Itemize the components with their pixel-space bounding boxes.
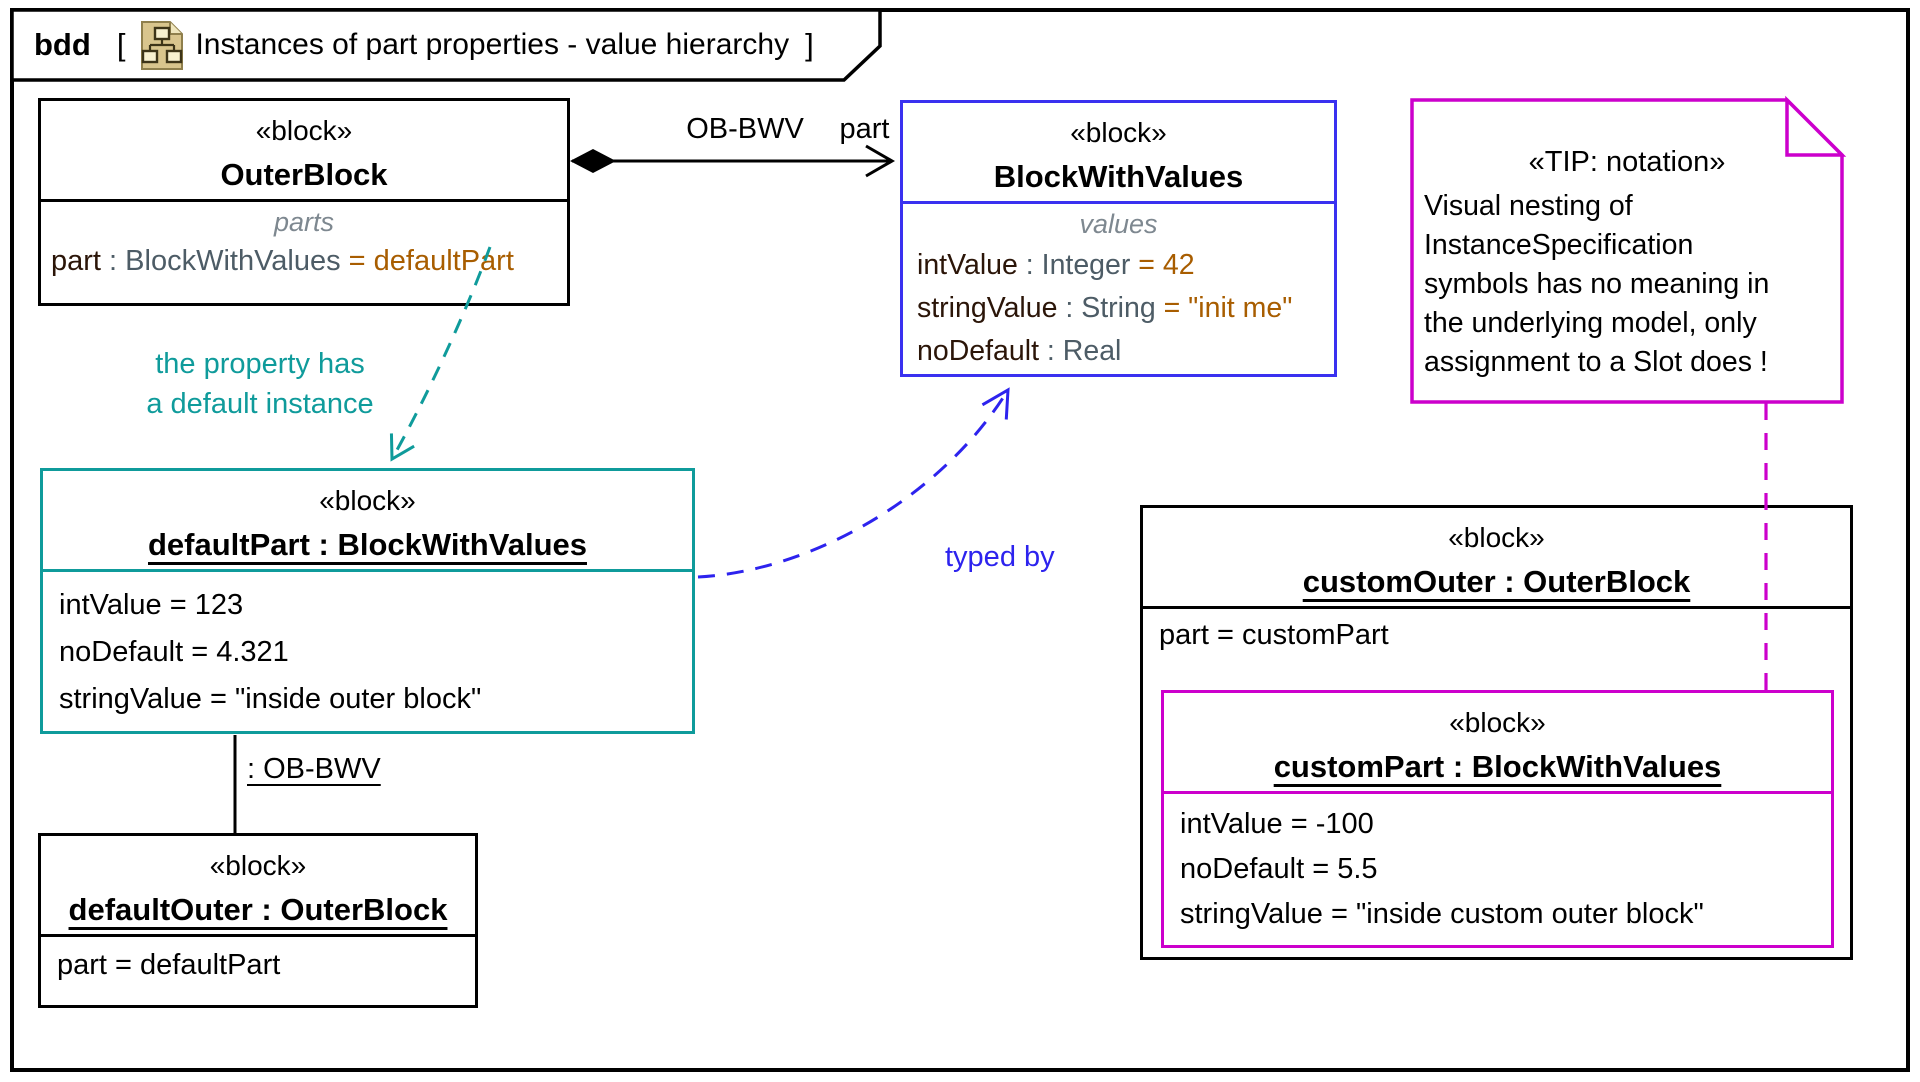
stereotype-label: «block» xyxy=(319,485,416,516)
property-type: : String xyxy=(1057,292,1156,324)
instance-name: defaultOuter : OuterBlock xyxy=(68,892,448,927)
instance-name: customOuter : OuterBlock xyxy=(1302,564,1691,599)
tip-note-line: symbols has no meaning in xyxy=(1424,268,1770,300)
slot-value-line: part = customPart xyxy=(1159,619,1389,651)
property-type: : Real xyxy=(1039,335,1122,367)
slot-value-list: intValue = -100 noDefault = 5.5 stringVa… xyxy=(1164,794,1831,937)
block-outerblock-parts-compartment: parts part : BlockWithValues = defaultPa… xyxy=(41,199,567,282)
block-customouter-slots-compartment: part = customPart «block» customPart : B… xyxy=(1143,606,1850,957)
block-defaultpart-slots-compartment: intValue = 123 noDefault = 4.321 stringV… xyxy=(43,569,692,723)
block-custompart-slots-compartment: intValue = -100 noDefault = 5.5 stringVa… xyxy=(1164,791,1831,937)
property-type: : BlockWithValues xyxy=(100,245,341,277)
tip-note: «TIP: notation» Visual nesting of Instan… xyxy=(1412,100,1842,382)
tip-note-line: InstanceSpecification xyxy=(1424,229,1694,261)
block-outerblock: «block» OuterBlock parts part : BlockWit… xyxy=(38,98,570,306)
diagram-title-bar: bdd [ Instances of part properties - val… xyxy=(12,10,872,80)
tip-note-stereotype: «TIP: notation» xyxy=(1528,146,1726,178)
value-property-line: intValue : Integer = 42 xyxy=(917,244,1334,287)
value-property-line: stringValue : String = "init me" xyxy=(917,287,1334,330)
property-default-value: = "init me" xyxy=(1155,292,1293,324)
property-name: part xyxy=(51,245,101,277)
bdd-diagram-icon xyxy=(141,21,184,70)
property-default-value: = 42 xyxy=(1130,249,1195,281)
block-name: OuterBlock xyxy=(220,157,388,192)
stereotype-label: «block» xyxy=(255,115,353,146)
slot-value-line: stringValue = "inside outer block" xyxy=(59,683,482,715)
slot-value-line: part = defaultPart xyxy=(57,949,281,981)
property-name: stringValue xyxy=(917,292,1058,324)
title-bracket-close: ] xyxy=(805,27,814,62)
stereotype-label: «block» xyxy=(1070,117,1167,148)
value-property-list: intValue : Integer = 42 stringValue : St… xyxy=(903,242,1334,373)
property-name: intValue xyxy=(917,249,1018,281)
diagram-title: Instances of part properties - value hie… xyxy=(195,28,790,61)
slot-value-line: noDefault = 4.321 xyxy=(59,636,289,668)
block-custompart-instance: «block» customPart : BlockWithValues int… xyxy=(1161,690,1834,948)
title-bracket-open: [ xyxy=(116,27,126,62)
tip-note-line: Visual nesting of xyxy=(1424,190,1633,222)
block-blockwithvalues-header: «block» BlockWithValues xyxy=(903,103,1334,201)
composition-end-label: part xyxy=(839,113,890,145)
default-instance-annotation: the property has a default instance xyxy=(88,344,432,424)
tip-note-line: the underlying model, only xyxy=(1424,307,1757,339)
compartment-label: parts xyxy=(273,207,335,237)
slot-value-list: intValue = 123 noDefault = 4.321 stringV… xyxy=(43,572,692,723)
diagram-kind-label: bdd xyxy=(34,27,91,62)
block-defaultouter-slots-compartment: part = defaultPart xyxy=(41,934,475,982)
block-defaultouter-header: «block» defaultOuter : OuterBlock xyxy=(41,836,475,934)
part-property-line: part : BlockWithValues = defaultPart xyxy=(41,240,567,282)
block-outerblock-header: «block» OuterBlock xyxy=(41,101,567,199)
property-name: noDefault xyxy=(917,335,1040,367)
value-property-line: noDefault : Real xyxy=(917,330,1334,373)
block-custompart-header: «block» customPart : BlockWithValues xyxy=(1164,693,1831,791)
slot-value-line: intValue = 123 xyxy=(59,589,244,621)
property-default-value: = defaultPart xyxy=(340,245,514,277)
composition-name-label: OB-BWV xyxy=(686,113,804,145)
slot-value-line: intValue = -100 xyxy=(1180,808,1374,840)
annotation-line: the property has xyxy=(155,348,365,380)
tip-note-line: assignment to a Slot does ! xyxy=(1424,346,1768,378)
block-defaultpart-header: «block» defaultPart : BlockWithValues xyxy=(43,471,692,569)
block-customouter-instance: «block» customOuter : OuterBlock part = … xyxy=(1140,505,1853,960)
block-blockwithvalues-values-compartment: values intValue : Integer = 42 stringVal… xyxy=(903,201,1334,373)
slot-value-line: stringValue = "inside custom outer block… xyxy=(1180,898,1704,930)
stereotype-label: «block» xyxy=(209,850,307,881)
block-name: BlockWithValues xyxy=(993,159,1244,194)
compartment-label: values xyxy=(1079,209,1158,239)
block-defaultouter-instance: «block» defaultOuter : OuterBlock part =… xyxy=(38,833,478,1008)
annotation-line: a default instance xyxy=(146,388,374,420)
typed-by-label: typed by xyxy=(945,541,1055,573)
stereotype-label: «block» xyxy=(1448,522,1545,553)
slot-value-line: noDefault = 5.5 xyxy=(1180,853,1378,885)
instance-link-label: : OB-BWV xyxy=(247,753,381,785)
property-type: : Integer xyxy=(1017,249,1131,281)
composition-diamond xyxy=(570,149,616,173)
block-customouter-header: «block» customOuter : OuterBlock xyxy=(1143,508,1850,606)
stereotype-label: «block» xyxy=(1449,707,1546,738)
block-defaultpart-instance: «block» defaultPart : BlockWithValues in… xyxy=(40,468,695,734)
instance-name: defaultPart : BlockWithValues xyxy=(148,527,587,562)
block-blockwithvalues: «block» BlockWithValues values intValue … xyxy=(900,100,1337,377)
instance-name: customPart : BlockWithValues xyxy=(1273,749,1722,784)
